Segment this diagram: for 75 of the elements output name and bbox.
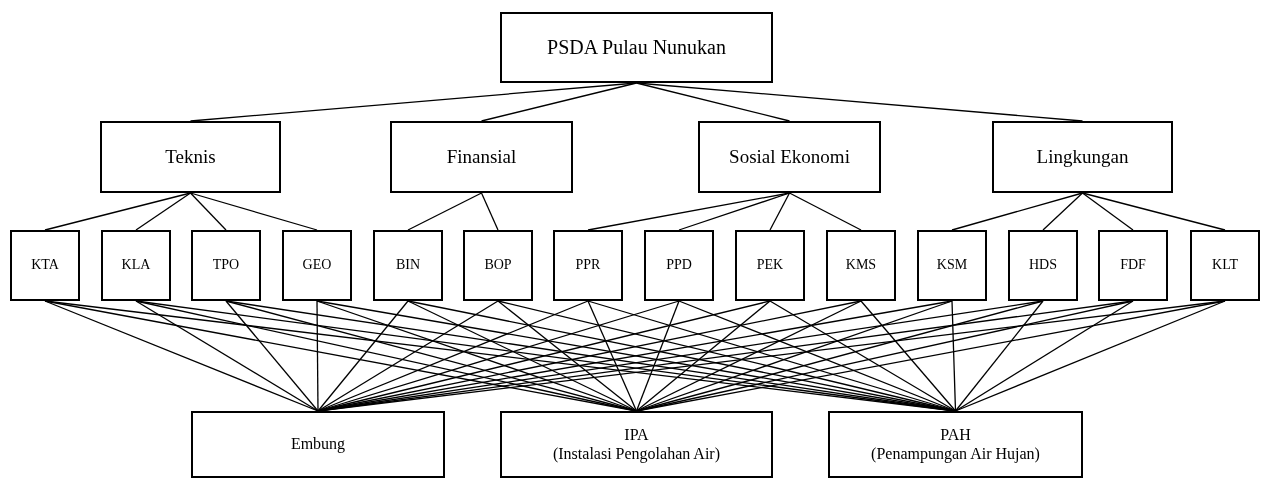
box-label: Finansial (446, 146, 517, 168)
subcriterion-box (373, 230, 443, 301)
connector-line (678, 192, 791, 231)
box-label: BIN (395, 257, 421, 274)
box-sublabel: (Instalasi Pengolahan Air) (552, 444, 721, 463)
connector-line (44, 300, 319, 412)
connector-line (635, 300, 680, 412)
subcriterion-box (826, 230, 896, 301)
box-label: KMS (845, 257, 877, 274)
subcriterion-box (10, 230, 80, 301)
connector-line (480, 192, 499, 231)
box-label: PPR (575, 257, 601, 274)
subcriterion-box (553, 230, 623, 301)
connector-line (407, 192, 483, 231)
box-label: PPD (666, 257, 692, 274)
criterion-box (698, 121, 881, 193)
subcriterion-box (191, 230, 261, 301)
connector-line (769, 300, 957, 412)
connector-line (951, 192, 1084, 231)
subcriterion-box (463, 230, 533, 301)
box-label: KLT (1212, 257, 1238, 274)
connector-line (189, 192, 318, 231)
subcriterion-box (101, 230, 171, 301)
box-label: PAH (940, 426, 971, 445)
connector-line (860, 300, 957, 412)
box-label: IPA (624, 426, 649, 445)
subcriterion-box (644, 230, 714, 301)
box-label: TPO (212, 257, 240, 274)
criterion-box (390, 121, 573, 193)
box-label: HDS (1029, 257, 1057, 274)
subcriterion-box (282, 230, 352, 301)
connector-line (135, 192, 192, 231)
connector-line (497, 300, 638, 412)
box-label: Teknis (165, 146, 216, 168)
criterion-box (992, 121, 1173, 193)
connector-line (189, 192, 227, 231)
box-label: Embung (290, 435, 346, 454)
subcriterion-box (1098, 230, 1168, 301)
connector-line (954, 300, 1226, 412)
connector-line (1081, 192, 1134, 231)
connector-line (44, 192, 192, 231)
subcriterion-box (1008, 230, 1078, 301)
box-label: BOP (484, 257, 512, 274)
connector-line (635, 300, 771, 412)
connector-line (587, 300, 638, 412)
box-label: KLA (121, 257, 151, 274)
connector-line (135, 300, 319, 412)
criterion-box (100, 121, 281, 193)
alternative-box (828, 411, 1083, 478)
box-label: GEO (302, 257, 332, 274)
connector-line (316, 300, 319, 412)
box-label: PEK (756, 257, 784, 274)
connector-line (769, 192, 791, 231)
goal-box (500, 12, 773, 83)
connector-line (225, 300, 319, 412)
box-label: FDF (1120, 257, 1146, 274)
connector-line (788, 192, 862, 231)
connector-line (951, 300, 957, 412)
box-sublabel: (Penampungan Air Hujan) (871, 444, 1040, 463)
connector-line (480, 82, 638, 122)
box-label: Lingkungan (1036, 146, 1129, 168)
connector-line (317, 300, 409, 412)
subcriterion-box (1190, 230, 1260, 301)
alternative-box (191, 411, 445, 478)
connector-line (317, 300, 499, 412)
box-label: Sosial Ekonomi (729, 146, 850, 168)
box-label: KTA (31, 257, 59, 274)
box-label: KSM (936, 257, 968, 274)
connector-line (1042, 192, 1084, 231)
alternative-box (500, 411, 773, 478)
subcriterion-box (735, 230, 805, 301)
subcriterion-box (917, 230, 987, 301)
connector-line (954, 300, 1044, 412)
box-label: PSDA Pulau Nunukan (547, 36, 726, 59)
connector-line (1081, 192, 1226, 231)
